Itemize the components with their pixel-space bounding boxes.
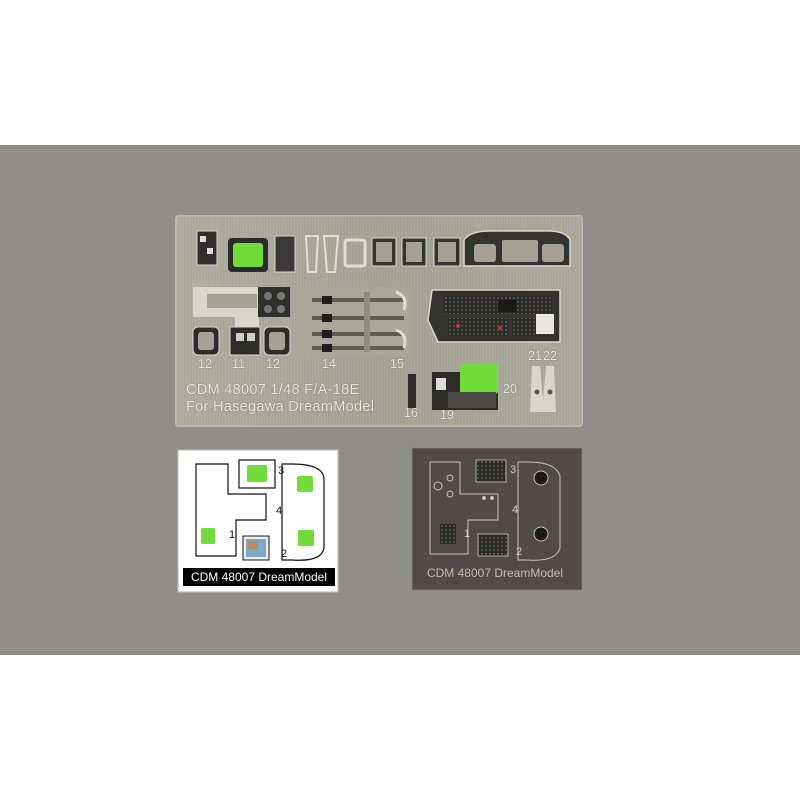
part-number-15: 15 (390, 357, 404, 371)
film-sheet-footer: CDM 48007 DreamModel (426, 566, 564, 580)
decal-green-right-top (297, 476, 313, 492)
seat-belts-group (302, 287, 412, 355)
part-5 (322, 235, 340, 273)
part-22 (542, 366, 556, 412)
part-number-16: 16 (404, 406, 418, 420)
fret-title-line2: For Hasegawa DreamModel (186, 399, 375, 415)
part-number-11: 11 (232, 357, 245, 371)
part-11 (229, 326, 261, 356)
top-row-parts (196, 230, 571, 273)
part-number-12-right: 12 (266, 357, 280, 371)
bottom-right-parts (408, 364, 556, 412)
film-number-1: 1 (464, 528, 471, 540)
part-number-21: 21 (528, 349, 542, 363)
part-number-22: 22 (543, 349, 557, 363)
decal-number-4: 4 (276, 505, 283, 517)
film-number-3: 3 (510, 464, 517, 476)
part-4 (304, 235, 320, 273)
part-3 (274, 235, 296, 273)
film-number-4: 4 (512, 504, 519, 516)
part-number-19: 19 (440, 408, 454, 422)
decal-sheet-footer: CDM 48007 DreamModel (183, 568, 335, 586)
part-16 (408, 374, 416, 408)
decal-green-top (247, 465, 267, 482)
part-14-belts (302, 287, 412, 355)
decal-green-left (201, 528, 215, 544)
instrument-panel-group (427, 289, 561, 343)
part-number-12-left: 12 (198, 357, 212, 371)
film-outline-left (429, 461, 499, 555)
photo-etch-fret (175, 215, 583, 427)
film-gauge-top (475, 459, 507, 483)
film-gauge-left (440, 524, 456, 544)
decal-number-2: 2 (281, 548, 288, 560)
part-21 (530, 366, 544, 412)
part-number-20: 20 (503, 382, 517, 396)
decal-outline-right (281, 463, 325, 561)
fret-title-line1: CDM 48007 1/48 F/A-18E (186, 382, 360, 398)
film-outline-right (517, 461, 561, 561)
part-19-green-pad (460, 364, 498, 394)
part-number-14: 14 (322, 357, 336, 371)
left-panel-group (192, 287, 291, 356)
decal-green-right-bottom (298, 530, 314, 546)
film-sheet (411, 447, 583, 591)
film-gauge-bottom (477, 533, 509, 557)
decal-number-3: 3 (278, 465, 285, 477)
decal-outline-top (238, 459, 276, 489)
part-6 (343, 238, 367, 268)
decal-outline-left (195, 463, 267, 557)
film-number-2: 2 (516, 546, 523, 558)
decal-number-1: 1 (229, 529, 236, 541)
